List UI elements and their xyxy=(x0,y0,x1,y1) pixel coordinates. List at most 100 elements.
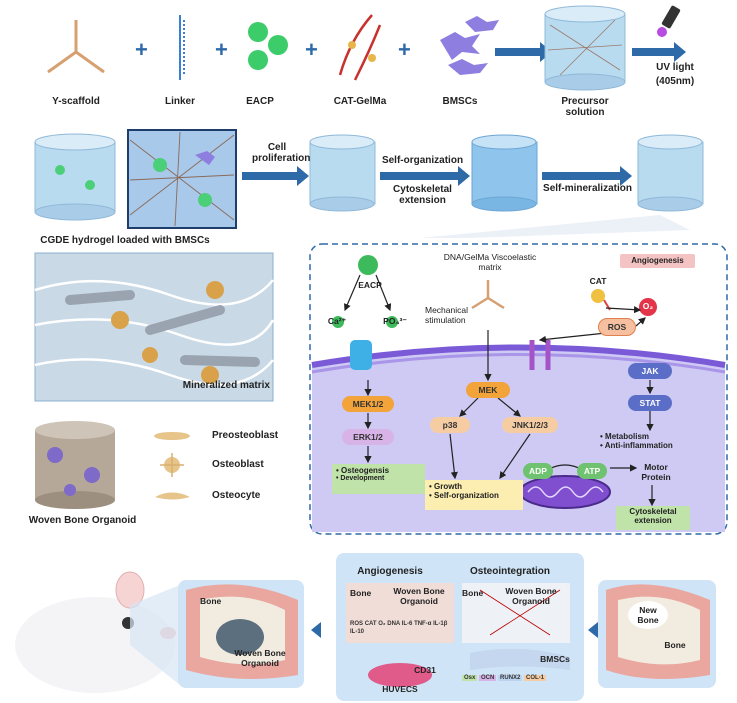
proliferation-cylinder xyxy=(309,134,376,212)
label-new-bone: New Bone xyxy=(637,605,659,625)
mineralized-cylinder xyxy=(637,134,704,212)
mini-labels: ROS CAT O₂ DNA IL-6 TNF-α IL-1β IL-10 xyxy=(350,620,450,636)
label-huvecs: HUVECS xyxy=(382,684,418,694)
metab-box: • Metabolism • Anti-inflammation xyxy=(600,432,710,456)
growth-item-1: • Growth xyxy=(429,482,463,491)
label-angiogenesis-bottom: Angiogenesis xyxy=(357,566,423,577)
label-self-mineralization: Self-mineralization xyxy=(543,183,632,194)
cat-gelma-icon xyxy=(338,14,382,81)
preosteoblast-icon xyxy=(154,432,190,440)
atp-pill: ATP xyxy=(577,463,607,479)
mini-label-il1b: IL-1β xyxy=(433,621,448,627)
label-mechanical: Mechanical stimulation xyxy=(425,305,468,325)
osteoblast-icon xyxy=(160,453,184,477)
label-uv-wavelength: (405nm) xyxy=(655,76,695,87)
bottom-row-graphics xyxy=(15,553,716,701)
mek12-pill: MEK1/2 xyxy=(342,396,394,412)
legend-osteocyte: Osteocyte xyxy=(212,490,261,501)
mek-pill: MEK xyxy=(466,382,510,398)
label-bone-3: Bone xyxy=(462,588,484,598)
svg-text:+: + xyxy=(305,37,318,62)
svg-text:+: + xyxy=(398,37,411,62)
cyto-box: Cytoskeletal extension xyxy=(616,506,690,530)
growth-box: • Growth • Self-organization xyxy=(425,480,523,510)
top-row-graphics: ++++ xyxy=(47,5,686,91)
marker-runx2: RUNX2 xyxy=(498,675,523,681)
jak-pill: JAK xyxy=(628,363,672,379)
osteo-box: • Osteogensis • Development xyxy=(332,464,425,494)
second-row-graphics xyxy=(34,129,704,238)
organized-cylinder xyxy=(471,134,538,212)
arrow-to-uv xyxy=(632,42,686,62)
arrow-to-precursor xyxy=(495,42,552,62)
label-bone-4: Bone xyxy=(664,640,686,650)
precursor-cylinder xyxy=(544,5,626,91)
marker-labels: Osx OCN RUNX2 COL-1 xyxy=(462,675,572,681)
eacp-icon xyxy=(248,22,288,70)
woven-bone-organoid-image xyxy=(35,421,115,509)
hydrogel-cylinder xyxy=(34,133,116,221)
label-uv-light: UV light xyxy=(656,62,694,73)
label-cat: CAT xyxy=(589,276,607,286)
angiogenesis-box: Angiogenesis xyxy=(620,254,695,268)
mini-label-cat: CAT xyxy=(364,621,377,627)
mini-label-tnf: TNF-α xyxy=(414,621,432,627)
label-bone-1: Bone xyxy=(200,596,222,606)
plus-signs: ++++ xyxy=(135,37,411,62)
osteocyte-icon xyxy=(155,492,190,500)
legend-osteoblast: Osteoblast xyxy=(212,459,264,470)
label-cat-gelma: CAT-GelMa xyxy=(333,96,387,107)
huvecs-cell xyxy=(368,663,432,687)
label-matrix-title: DNA/GelMa Viscoelastic matrix xyxy=(443,252,537,272)
label-organoid-2: Woven Bone Organoid xyxy=(393,586,445,606)
linker-icon xyxy=(179,15,185,80)
label-self-organization: Self-organization xyxy=(381,155,464,166)
label-linker: Linker xyxy=(164,96,195,107)
ion-channel xyxy=(350,340,372,370)
label-organoid-3: Woven Bone Organoid xyxy=(505,586,557,606)
label-o2: O₂ xyxy=(642,301,654,311)
left-panel-graphics xyxy=(34,252,275,509)
label-bmscs: BMSCs xyxy=(442,96,478,107)
o2-bubble xyxy=(639,298,657,316)
marker-osx: Osx xyxy=(462,675,478,681)
label-ca: Ca²⁺ xyxy=(327,316,347,326)
mitochondria xyxy=(519,475,611,509)
uv-light-icon xyxy=(657,5,681,37)
label-po4: PO₄³⁻ xyxy=(383,316,407,326)
label-osteointegration: Osteointegration xyxy=(469,566,550,577)
label-organoid-caption: Woven Bone Organoid xyxy=(28,515,137,526)
label-mineralized-matrix: Mineralized matrix xyxy=(182,380,270,391)
ros-pill: ROS xyxy=(598,318,636,336)
label-bmscs-bottom: BMSCs xyxy=(540,654,570,664)
growth-item-2: • Self-organization xyxy=(429,491,499,500)
eacp-particle xyxy=(358,255,378,275)
label-cytoskeletal-extension: Cytoskeletal extension xyxy=(393,184,452,206)
marker-ocn: OCN xyxy=(479,675,497,681)
organoid-implant xyxy=(216,619,264,655)
mini-label-o2: O₂ xyxy=(378,621,386,627)
metab-item-1: • Metabolism xyxy=(600,432,650,441)
legend-preosteoblast: Preosteoblast xyxy=(212,430,279,441)
mini-label-il6: IL-6 xyxy=(401,621,413,627)
svg-text:+: + xyxy=(135,37,148,62)
osteo-item-2: • Development xyxy=(336,475,385,482)
marker-col1: COL-1 xyxy=(524,675,547,681)
mini-label-il10: IL-10 xyxy=(350,629,365,635)
bmscs-icon xyxy=(440,16,499,75)
label-bone-2: Bone xyxy=(350,588,372,598)
label-pathway-eacp: EACP xyxy=(358,280,382,290)
label-cd31: CD31 xyxy=(414,665,436,675)
erk12-pill: ERK1/2 xyxy=(342,429,394,445)
label-motor-protein: Motor Protein xyxy=(641,462,671,482)
p38-pill: p38 xyxy=(430,417,470,433)
osteo-item-1: • Osteogensis xyxy=(336,466,390,475)
label-y-scaffold: Y-scaffold xyxy=(52,96,100,107)
mini-label-dna: DNA xyxy=(387,621,401,627)
adp-pill: ADP xyxy=(523,463,553,479)
y-scaffold-icon xyxy=(47,20,105,74)
stat-pill: STAT xyxy=(628,395,672,411)
mini-label-ros: ROS xyxy=(350,621,364,627)
label-cell-proliferation: Cell proliferation xyxy=(252,142,311,164)
metab-item-2: • Anti-inflammation xyxy=(600,441,673,450)
